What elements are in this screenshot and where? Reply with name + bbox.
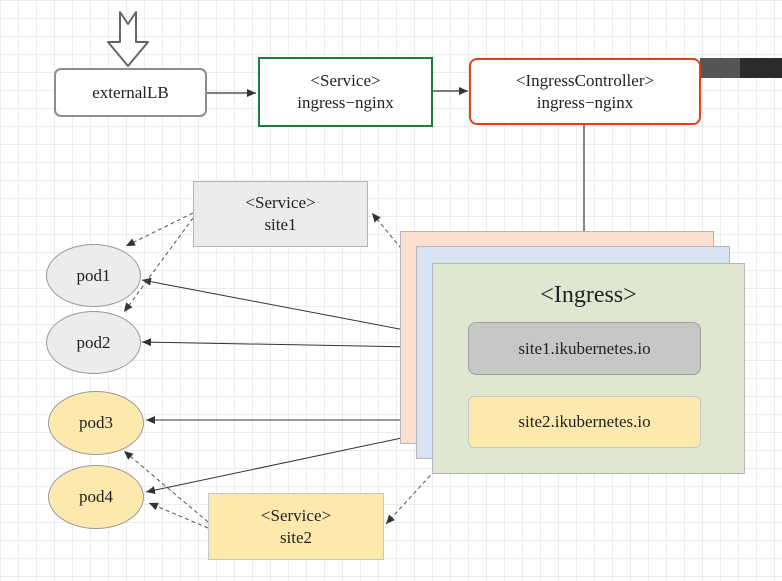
pod1-ellipse: pod1	[46, 244, 141, 307]
pod3-label: pod3	[79, 413, 113, 432]
pod1-label: pod1	[76, 265, 111, 285]
pod4-label: pod4	[79, 487, 113, 506]
service-site2-box: <Service> site2	[208, 493, 384, 560]
dashed-service2-to-pod3	[123, 450, 209, 523]
external-lb-label: externalLB	[92, 82, 169, 102]
dashed-service1-to-pod2	[123, 217, 194, 313]
incoming-traffic-arrow	[107, 11, 149, 67]
ingress-title: <Ingress>	[540, 282, 637, 308]
pod4-ellipse: pod4	[48, 465, 144, 529]
rule-site2-host: site2.ikubernetes.io	[518, 412, 651, 431]
service-site1-box: <Service> site1	[193, 181, 368, 247]
service-ingress-nginx-name: ingress−nginx	[297, 93, 394, 112]
rule-site1-host: site1.ikubernetes.io	[518, 338, 651, 358]
ingress-controller-box: <IngressController> ingress−nginx	[469, 58, 701, 125]
pod2-ellipse: pod2	[46, 311, 141, 374]
ingress-controller-kind: <IngressController>	[515, 70, 655, 90]
service-ingress-nginx-kind: <Service>	[310, 71, 381, 90]
service-site2-name: site2	[279, 527, 313, 547]
pod3-ellipse: pod3	[48, 391, 144, 455]
pod2-label: pod2	[76, 332, 111, 352]
service-site1-kind: <Service>	[245, 193, 316, 212]
rule-site2-box: site2.ikubernetes.io	[468, 396, 701, 448]
dashed-site2-to-service	[385, 433, 469, 525]
service-site2-kind: <Service>	[260, 505, 332, 525]
service-site1-name: site1	[264, 215, 297, 234]
service-ingress-nginx-box: <Service> ingress−nginx	[258, 57, 433, 127]
dashed-service2-to-pod4	[148, 502, 209, 529]
ingress-controller-name: ingress−nginx	[536, 92, 634, 112]
decor-bar-dark	[740, 58, 782, 78]
dashed-site1-to-service	[371, 212, 469, 331]
external-lb-box: externalLB	[54, 68, 207, 117]
rule-site1-box: site1.ikubernetes.io	[468, 322, 701, 375]
dashed-service1-to-pod1	[125, 212, 194, 247]
